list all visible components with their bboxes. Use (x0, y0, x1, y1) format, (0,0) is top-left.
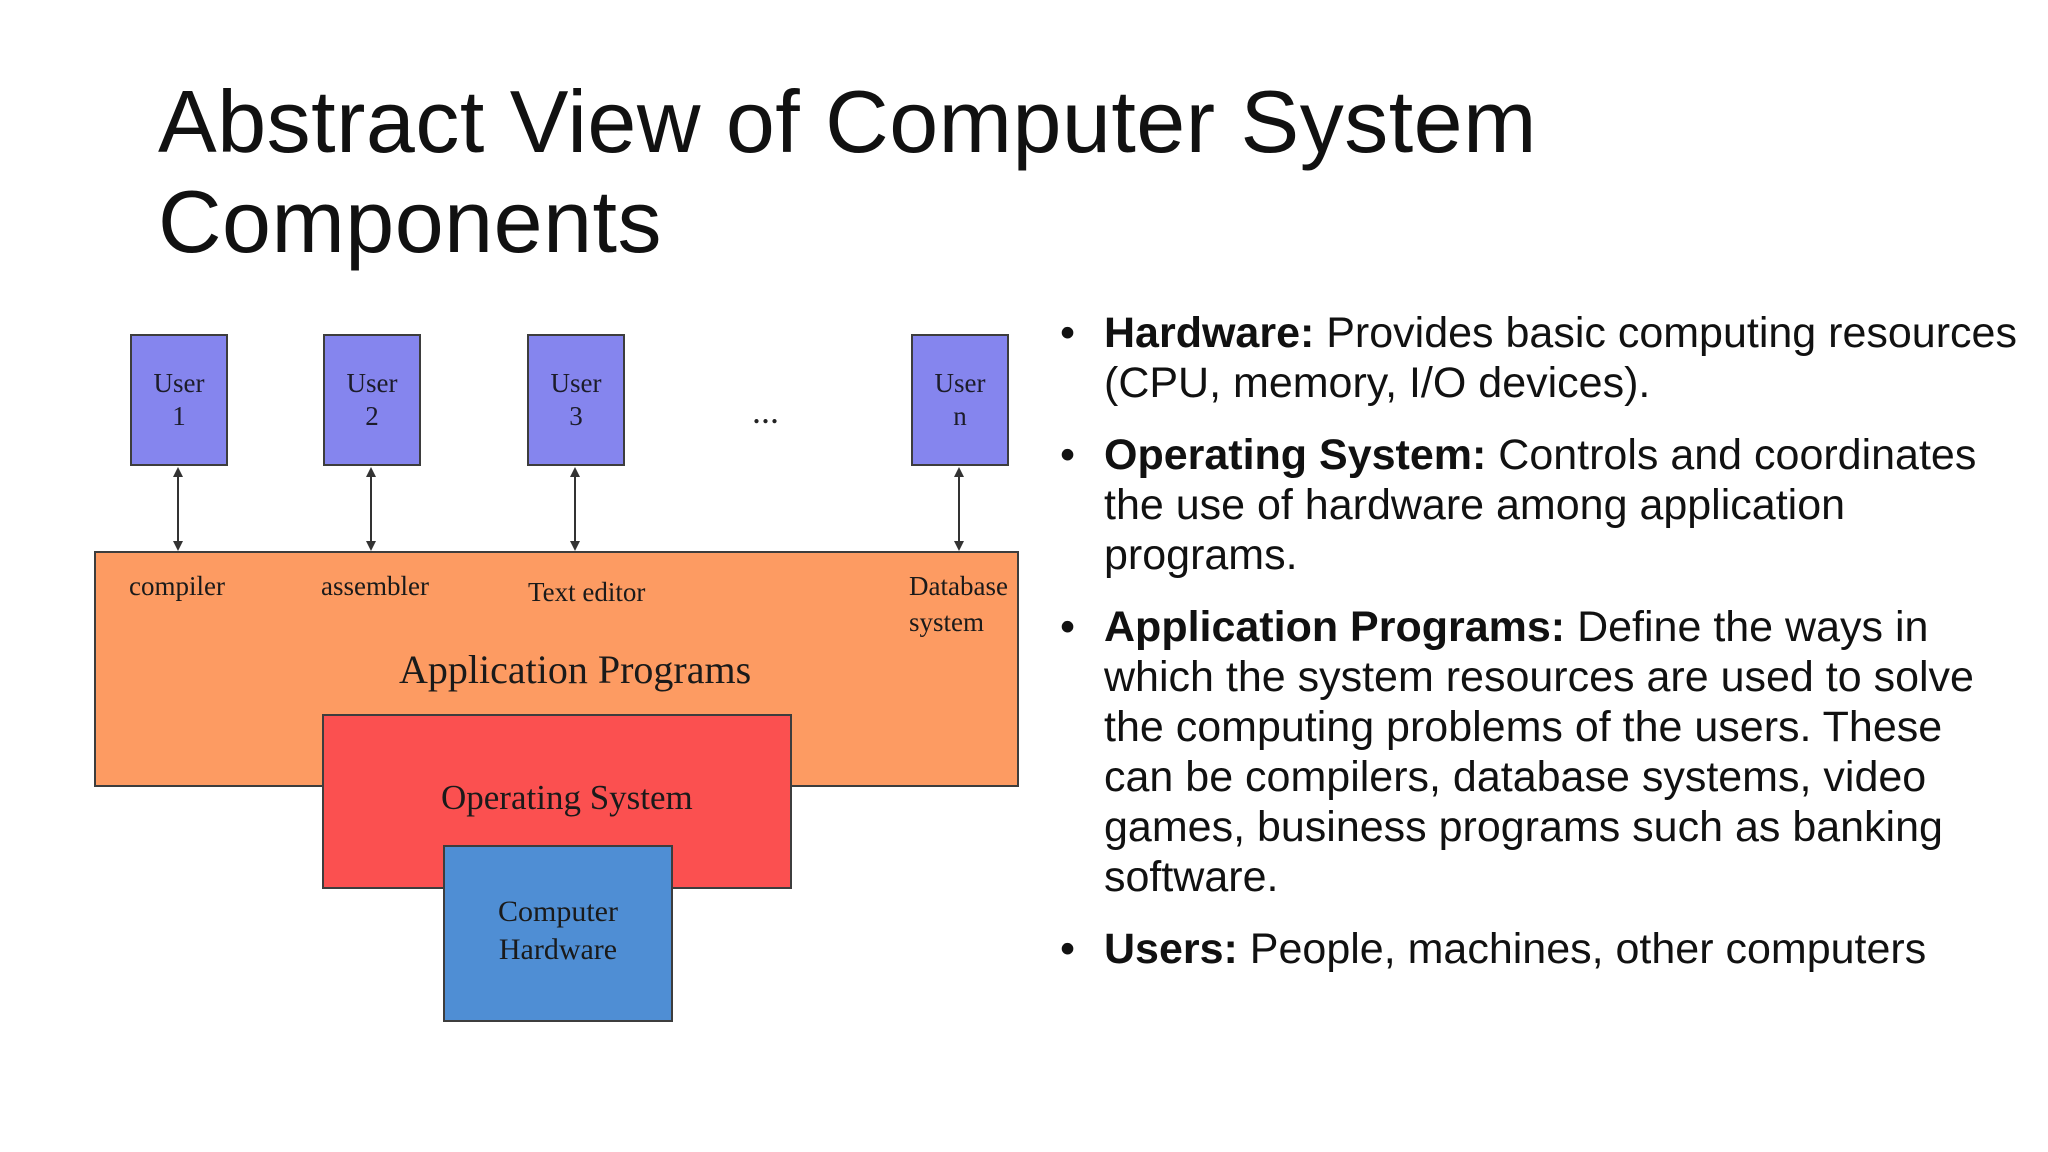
slide-title-line-1: Abstract View of Computer System (158, 72, 1537, 171)
database-label-line-2: system (909, 607, 985, 637)
component-descriptions-list: • Hardware: Provides basic computing res… (1060, 308, 2020, 996)
bullet-users: • Users: People, machines, other compute… (1060, 924, 2020, 974)
user-3-number: 3 (569, 401, 583, 431)
hardware-label-line-2: Hardware (498, 933, 618, 966)
operating-system-label: Operating System (441, 778, 693, 817)
user-1-label: User (153, 368, 205, 398)
computer-hardware-label: Computer Hardware (443, 893, 673, 969)
bullet-text: People, machines, other computers (1237, 925, 1927, 973)
bullet-dot-icon: • (1060, 603, 1076, 651)
user-3-box: User 3 (527, 334, 625, 466)
bullet-dot-icon: • (1060, 309, 1076, 357)
bullet-text: Controls and coordinates the use of hard… (1104, 431, 1977, 579)
bullet-dot-icon: • (1060, 925, 1076, 973)
application-programs-label: Application Programs (399, 647, 752, 692)
bullet-hardware: • Hardware: Provides basic computing res… (1060, 308, 2020, 408)
slide-title-line-2: Components (158, 172, 662, 271)
bullet-dot-icon: • (1060, 431, 1076, 479)
user-1-box: User 1 (130, 334, 228, 466)
computer-hardware-layer (443, 845, 673, 1022)
bullet-term: Hardware: (1104, 309, 1315, 357)
user-2-number: 2 (365, 401, 379, 431)
bullet-term: Users: (1104, 925, 1238, 973)
more-users-ellipsis: ... (752, 391, 779, 431)
user-n-label: User (934, 368, 986, 398)
bullet-term: Application Programs: (1104, 603, 1566, 651)
user-2-box: User 2 (323, 334, 421, 466)
user-3-label: User (550, 368, 602, 398)
user-2-label: User (346, 368, 398, 398)
hardware-label-line-1: Computer (498, 895, 618, 928)
bullet-text: Define the ways in which the system reso… (1104, 603, 1974, 901)
bullet-application-programs: • Application Programs: Define the ways … (1060, 602, 2020, 902)
user-n-box: User n (911, 334, 1009, 466)
text-editor-label: Text editor (528, 577, 646, 607)
compiler-label: compiler (129, 571, 225, 601)
user-1-number: 1 (172, 401, 186, 431)
database-label-line-1: Database (909, 571, 1008, 601)
slide-title: Abstract View of Computer System Compone… (158, 72, 1658, 272)
user-n-number: n (953, 401, 967, 431)
database-system-label: Database system (909, 568, 1008, 640)
bullet-operating-system: • Operating System: Controls and coordin… (1060, 430, 2020, 580)
bullet-text: Provides basic computing resources (CPU,… (1104, 309, 2017, 407)
bullet-term: Operating System: (1104, 431, 1487, 479)
assembler-label: assembler (321, 571, 429, 601)
